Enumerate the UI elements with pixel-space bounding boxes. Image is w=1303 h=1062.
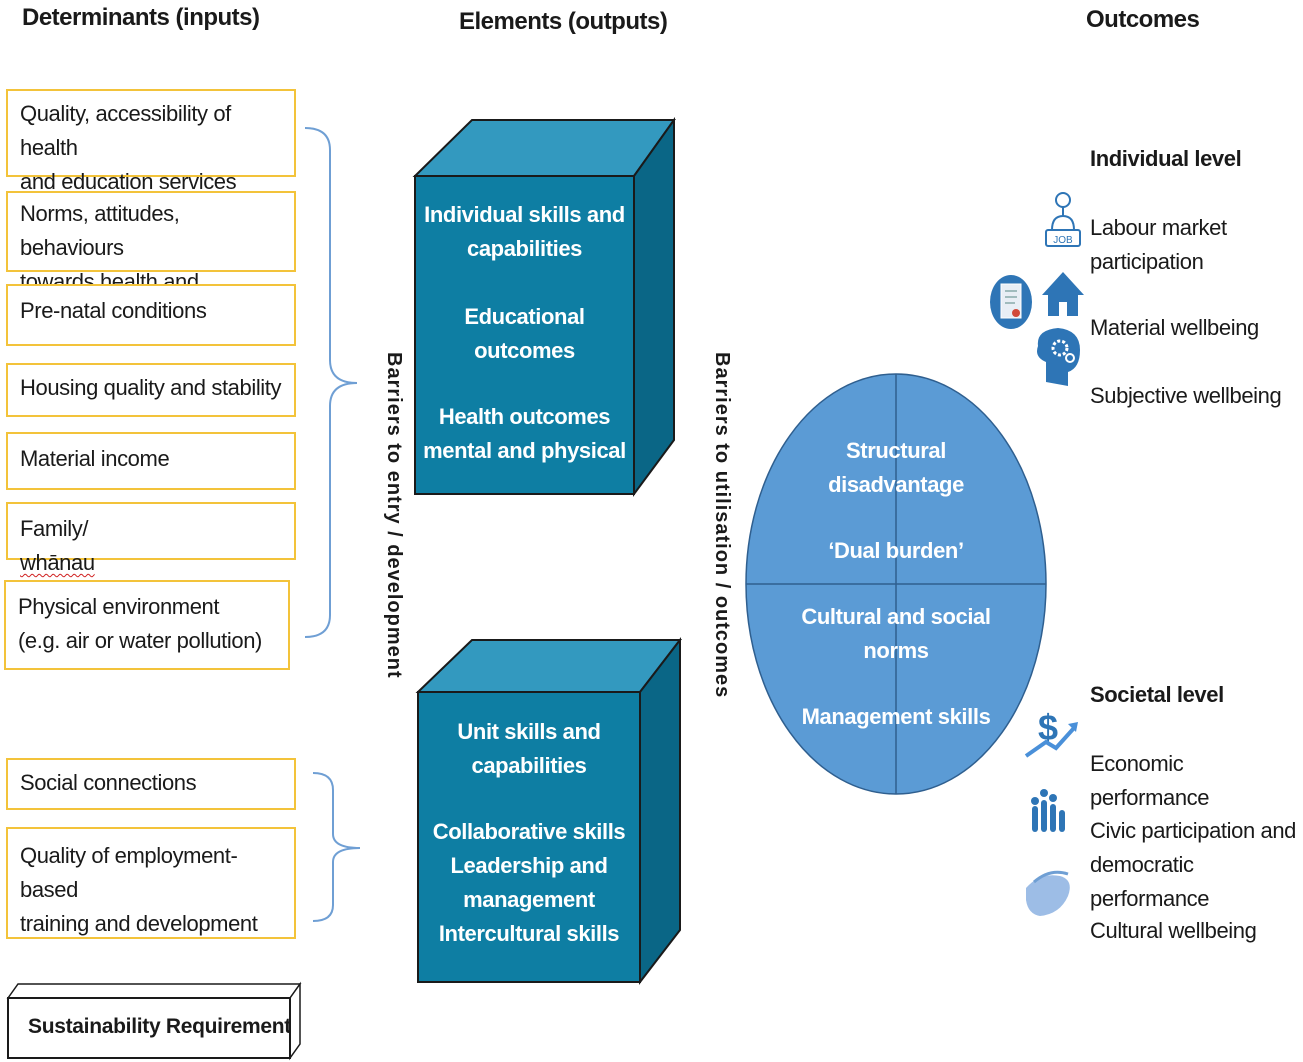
outcome-item: Subjective wellbeing [1090, 383, 1282, 408]
unit-cube-text: Unit skills and capabilities Collaborati… [432, 719, 626, 946]
circle-bottom-text: Cultural and social norms Management ski… [801, 604, 991, 729]
raised-hands-icon [1031, 789, 1065, 832]
barrier-circle [745, 373, 1047, 795]
house-icon [1042, 272, 1084, 316]
circle-top-text: Structural disadvantage ‘Dual burden’ [828, 438, 964, 563]
outcome-item: Civic participation and democratic perfo… [1090, 818, 1297, 911]
brace-individual [304, 127, 358, 638]
elements-header: Elements (outputs) [459, 8, 668, 35]
determinant-box: Social connections [6, 758, 296, 810]
determinants-header: Determinants (inputs) [22, 4, 260, 31]
determinant-box: Housing quality and stability [6, 363, 296, 417]
outcome-item: Economic performance [1090, 751, 1210, 810]
unit-cube [415, 637, 683, 985]
outcome-item: Cultural wellbeing [1090, 918, 1257, 943]
head-gears-icon [1037, 328, 1080, 386]
outcome-item: Material wellbeing [1090, 315, 1259, 340]
brace-unit [312, 772, 361, 922]
individual-cube-text: Individual skills and capabilities Educa… [423, 202, 626, 463]
dollar-growth-icon: $ [1024, 707, 1078, 758]
svg-text:$: $ [1038, 707, 1058, 748]
barriers-entry-label: Barriers to entry / development [383, 352, 405, 679]
sustainability-box [6, 981, 302, 1061]
determinant-box: Pre-natal conditions [6, 284, 296, 346]
individual-level-title: Individual level [1090, 146, 1242, 171]
joined-hands-icon [1026, 870, 1070, 916]
individual-cube [412, 116, 676, 498]
barriers-utilisation-label: Barriers to utilisation / outcomes [711, 352, 733, 699]
certificate-icon [990, 275, 1032, 329]
job-person-icon: JOB [1045, 192, 1081, 247]
outcome-item: Labour market participation [1090, 215, 1227, 274]
societal-level-title: Societal level [1090, 682, 1224, 707]
outcomes-header: Outcomes [1086, 6, 1200, 33]
svg-text:JOB: JOB [1053, 235, 1073, 246]
determinant-box: Physical environment(e.g. air or water p… [4, 580, 290, 670]
sustainability-label: Sustainability Requirement [28, 1015, 291, 1038]
determinant-box: Material income [6, 432, 296, 490]
